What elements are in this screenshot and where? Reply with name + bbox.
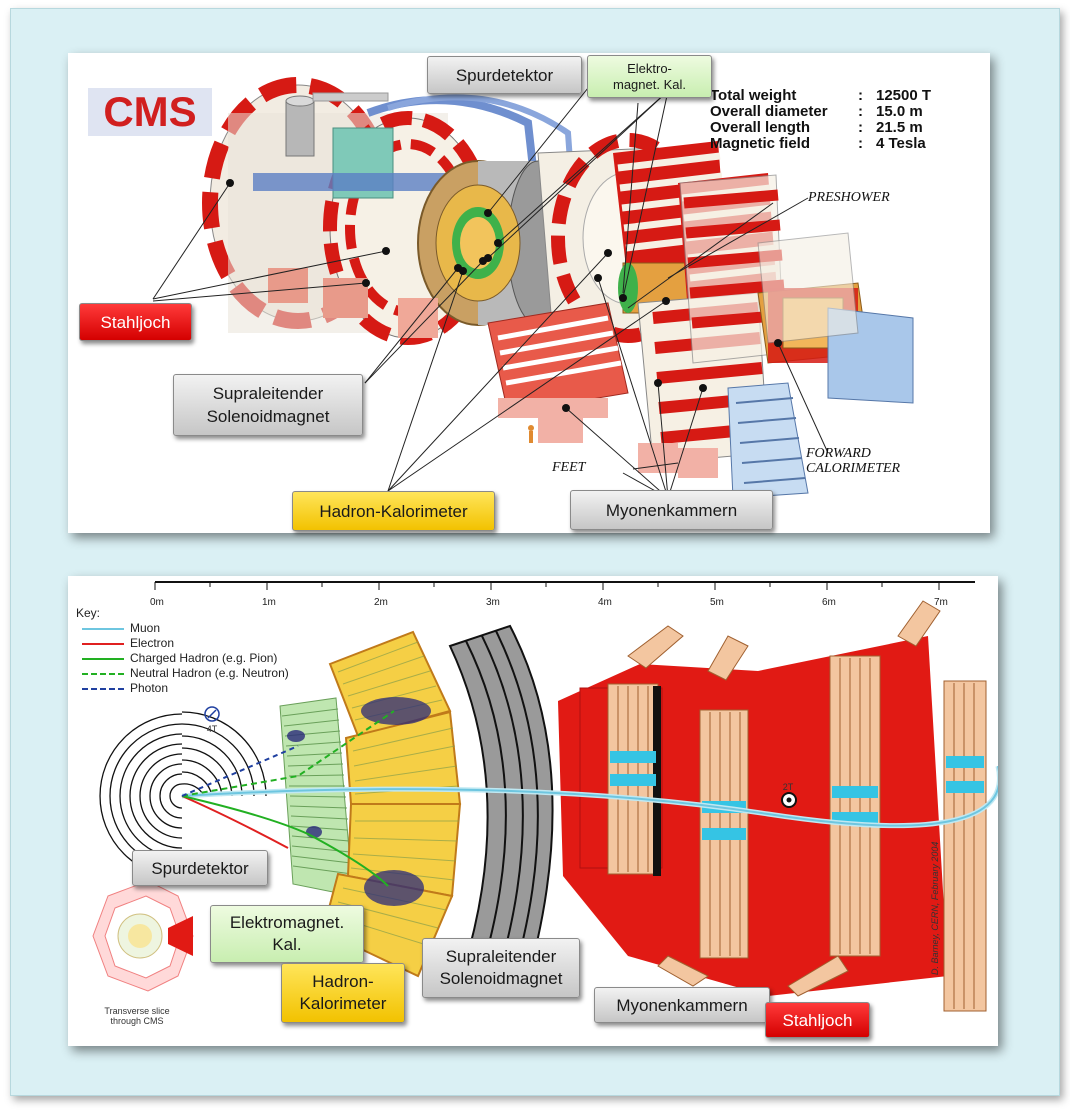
legend-label: Electron	[130, 636, 175, 650]
preshower-annotation: PRESHOWER	[808, 190, 890, 205]
spec-value: 15.0 m	[876, 103, 923, 120]
legend-title: Key:	[76, 606, 101, 620]
field-4t-label: 4T	[206, 724, 218, 734]
cms-specifications: Total weight:12500 T Overall diameter:15…	[710, 88, 931, 152]
legend-swatch	[82, 687, 124, 690]
spec-row-field: Magnetic field:4 Tesla	[710, 135, 926, 152]
inset-caption: Transverse slice through CMS	[104, 1006, 170, 1026]
feet-annotation: FEET	[552, 460, 586, 475]
label-ecal-top: Elektro- magnet. Kal.	[587, 55, 712, 98]
cms-3d-cutaway-panel	[68, 53, 990, 533]
label-hcal-top: Hadron-Kalorimeter	[292, 491, 495, 531]
legend-item-electron: Electron	[76, 636, 289, 651]
label-hcal-bottom: Hadron- Kalorimeter	[281, 963, 405, 1023]
legend-swatch	[82, 657, 124, 660]
scale-bar	[154, 581, 975, 590]
label-spurdetektor-top: Spurdetektor	[427, 56, 582, 94]
spec-row-weight: Total weight:12500 T	[710, 87, 932, 104]
legend: Key: Muon Electron Charged Hadron (e.g. …	[76, 606, 289, 696]
legend-label: Photon	[130, 681, 169, 695]
cms-logo: CMS	[88, 88, 212, 136]
forward-calorimeter-annotation-line2: CALORIMETER	[806, 461, 901, 476]
legend-swatch	[82, 642, 124, 645]
endcap-right	[613, 141, 914, 499]
scale-tick-label: 5m	[710, 597, 724, 608]
label-solenoid-top: Supraleitender Solenoidmagnet	[173, 374, 363, 436]
spec-row-diameter: Overall diameter:15.0 m	[710, 103, 923, 120]
cms-cutaway-drawing	[152, 77, 914, 499]
legend-swatch	[82, 672, 124, 675]
legend-item-charged-hadron: Charged Hadron (e.g. Pion)	[76, 651, 289, 666]
scale-tick-label: 1m	[262, 597, 276, 608]
label-stahljoch-top: Stahljoch	[79, 303, 192, 341]
legend-item-muon: Muon	[76, 621, 289, 636]
scale-tick-label: 0m	[150, 597, 164, 608]
leader-dots	[226, 179, 782, 412]
spec-value: 12500 T	[876, 87, 932, 104]
drawing-credit: D. Barney, CERN, February 2004	[930, 841, 940, 975]
label-stahljoch-bottom: Stahljoch	[765, 1002, 870, 1038]
hcal-segments	[287, 630, 462, 978]
spec-key: Overall diameter	[710, 103, 828, 120]
label-myonen-bottom: Myonenkammern	[594, 987, 770, 1023]
legend-label: Neutral Hadron (e.g. Neutron)	[130, 666, 289, 680]
return-yoke	[558, 600, 987, 1012]
spec-key: Overall length	[710, 119, 811, 136]
legend-label: Muon	[130, 621, 161, 635]
label-spurdetektor-bottom: Spurdetektor	[132, 850, 268, 886]
scale-tick-label: 2m	[374, 597, 388, 608]
scale-tick-label: 7m	[934, 597, 948, 608]
field-4t-symbol	[204, 706, 220, 722]
muon-chambers-cyan	[610, 751, 984, 840]
label-ecal-bottom: Elektromagnet. Kal.	[210, 905, 364, 963]
particle-tracks	[181, 710, 998, 887]
transverse-slice-drawing	[92, 581, 998, 1012]
ecal-wedge	[279, 697, 354, 897]
transverse-inset	[92, 880, 194, 992]
legend-item-photon: Photon	[76, 681, 289, 696]
label-myonen-top: Myonenkammern	[570, 490, 773, 530]
spec-value: 4 Tesla	[876, 135, 926, 152]
spec-row-length: Overall length:21.5 m	[710, 119, 923, 136]
label-solenoid-bottom: Supraleitender Solenoidmagnet	[422, 938, 580, 998]
field-2t-label: 2T	[782, 782, 794, 792]
spec-key: Total weight	[710, 87, 797, 104]
legend-swatch	[82, 627, 124, 630]
forward-calorimeter-annotation-line1: FORWARD	[806, 446, 871, 461]
scale-tick-label: 4m	[598, 597, 612, 608]
scale-tick-label: 6m	[822, 597, 836, 608]
scale-tick-label: 3m	[486, 597, 500, 608]
services	[253, 92, 576, 214]
legend-item-neutral-hadron: Neutral Hadron (e.g. Neutron)	[76, 666, 289, 681]
spec-key: Magnetic field	[710, 135, 811, 152]
legend-label: Charged Hadron (e.g. Pion)	[130, 651, 278, 665]
spec-value: 21.5 m	[876, 119, 923, 136]
